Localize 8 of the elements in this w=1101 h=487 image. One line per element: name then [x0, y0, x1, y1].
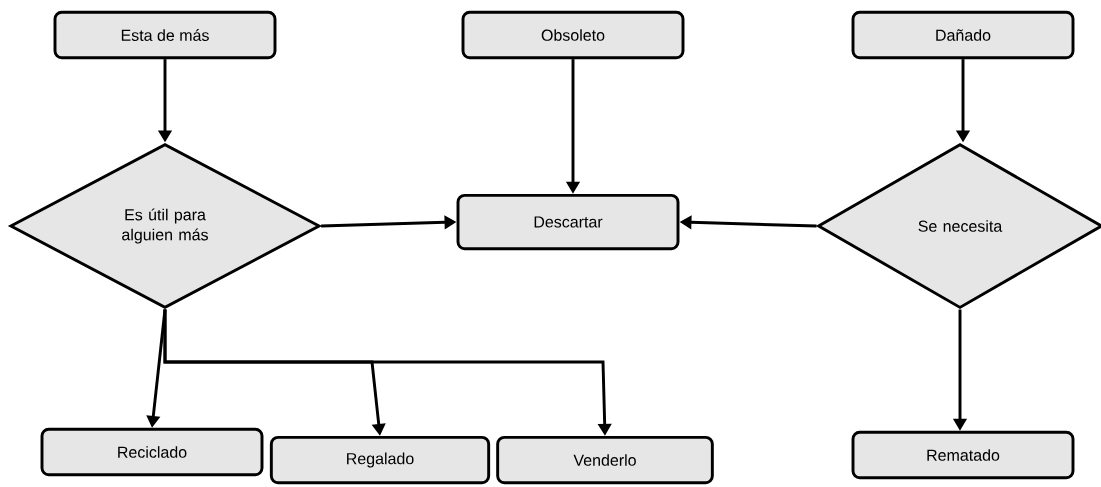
process-box: Descartar [456, 193, 680, 251]
process-box: Rematado [851, 430, 1075, 480]
process-box: Obsoleto [461, 10, 685, 60]
process-box: Reciclado [40, 427, 264, 477]
process-box: Esta de más [53, 10, 277, 60]
process-box: Venderlo [496, 435, 714, 485]
process-box: Dañado [851, 10, 1075, 60]
process-box: Regalado [269, 435, 491, 485]
